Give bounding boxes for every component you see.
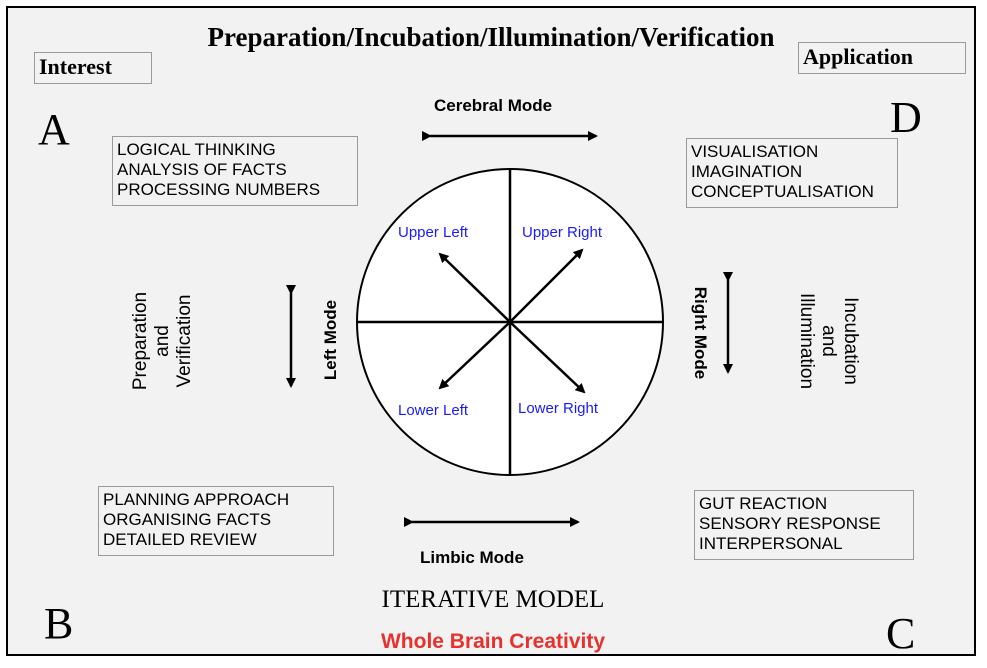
upper-right-arrow — [509, 248, 584, 323]
diagram-frame: Preparation/Incubation/Illumination/Veri… — [6, 6, 976, 658]
quadrant-c-line: GUT REACTION — [699, 494, 828, 513]
upper-left-label: Upper Left — [398, 224, 469, 241]
interest-tag: Interest — [34, 52, 152, 84]
quadrant-d-line: VISUALISATION — [691, 142, 819, 161]
lower-right-label: Lower Right — [518, 400, 599, 417]
quadrant-a-line: LOGICAL THINKING — [117, 140, 276, 159]
brain-model-graphic — [286, 131, 733, 527]
left-stage-line: Verification — [174, 294, 195, 388]
quadrant-c-line: SENSORY RESPONSE — [699, 514, 881, 533]
quadrant-letter-c: C — [886, 609, 916, 658]
quadrant-b-line: ORGANISING FACTS — [103, 510, 272, 529]
lower-left-label: Lower Left — [398, 402, 469, 419]
quadrant-b-line: PLANNING APPROACH — [103, 490, 290, 509]
upper-left-arrow — [438, 252, 511, 323]
right-stage-line: Incubation — [840, 297, 861, 385]
quadrant-d-line: IMAGINATION — [691, 162, 803, 181]
quadrant-d-line: CONCEPTUALISATION — [691, 182, 874, 201]
model-title: ITERATIVE MODEL — [381, 586, 605, 613]
stages-title: Preparation/Incubation/Illumination/Veri… — [207, 22, 775, 52]
quadrant-c-box: GUT REACTION SENSORY RESPONSE INTERPERSO… — [694, 490, 914, 560]
upper-right-label: Upper Right — [522, 224, 603, 241]
quadrant-b-box: PLANNING APPROACH ORGANISING FACTS DETAI… — [98, 486, 334, 556]
left-mode-label: Left Mode — [321, 299, 340, 381]
quadrant-a-line: PROCESSING NUMBERS — [117, 180, 321, 199]
quadrant-letter-d: D — [890, 93, 922, 142]
diagram-subtitle: Whole Brain Creativity — [380, 630, 606, 653]
left-stage-line: and — [152, 325, 173, 357]
quadrant-b-line: DETAILED REVIEW — [103, 530, 257, 549]
lower-left-arrow — [438, 321, 511, 390]
right-stage-line: and — [818, 325, 839, 357]
quadrant-a-box: LOGICAL THINKING ANALYSIS OF FACTS PROCE… — [112, 136, 358, 206]
quadrant-letter-b: B — [44, 599, 74, 648]
right-stage-line: Illumination — [796, 292, 817, 390]
right-stage-text: Incubation and Illumination — [795, 276, 861, 406]
left-stage-text: Preparation and Verification — [130, 276, 196, 406]
quadrant-a-line: ANALYSIS OF FACTS — [117, 160, 287, 179]
limbic-mode-label: Limbic Mode — [420, 548, 524, 567]
left-stage-line: Preparation — [130, 291, 151, 391]
lower-right-arrow — [509, 321, 586, 394]
quadrant-c-line: INTERPERSONAL — [699, 534, 843, 553]
right-mode-label: Right Mode — [691, 286, 710, 380]
cerebral-mode-label: Cerebral Mode — [434, 96, 553, 115]
quadrant-letter-a: A — [38, 105, 70, 154]
quadrant-d-box: VISUALISATION IMAGINATION CONCEPTUALISAT… — [686, 138, 898, 208]
application-tag: Application — [798, 42, 966, 74]
